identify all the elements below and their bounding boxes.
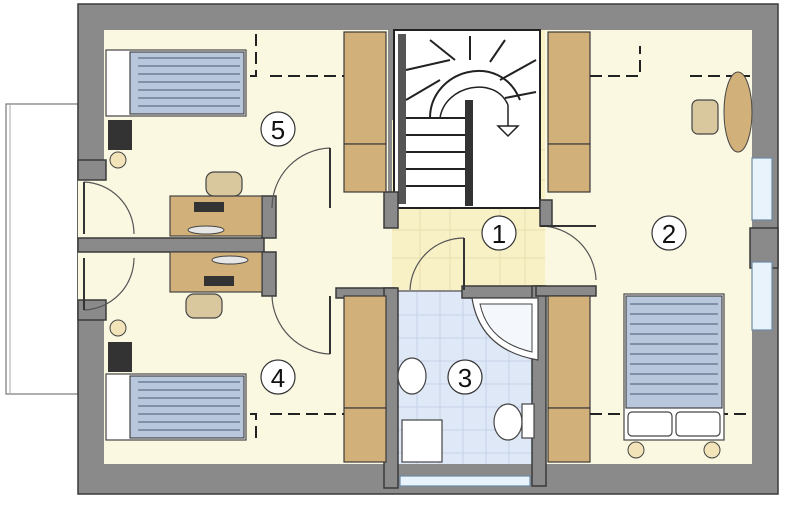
nightstands	[108, 120, 721, 459]
room-1-number: 1	[492, 219, 506, 249]
bed-room-5	[105, 49, 247, 117]
bed-room-4	[105, 373, 247, 441]
room-2-seating	[691, 71, 753, 153]
bed-room-2	[623, 293, 725, 441]
balcony	[5, 103, 79, 395]
doors	[83, 147, 597, 355]
room-2-label: 2	[651, 215, 687, 251]
room-5-label: 5	[260, 111, 296, 147]
room-4-label: 4	[260, 359, 296, 395]
room-2-number: 2	[662, 219, 676, 249]
staircase	[393, 29, 541, 209]
desks	[169, 171, 263, 319]
room-5-number: 5	[271, 115, 285, 145]
interior-walls	[77, 159, 779, 489]
bathroom-fixtures	[397, 297, 539, 463]
room-4-number: 4	[271, 363, 285, 393]
room-labels: 1 2 3 4 5	[260, 111, 687, 395]
room-3-label: 3	[447, 359, 483, 395]
wardrobes	[343, 31, 591, 463]
room-3-number: 3	[458, 363, 472, 393]
windows	[399, 157, 773, 487]
room-1-label: 1	[481, 215, 517, 251]
